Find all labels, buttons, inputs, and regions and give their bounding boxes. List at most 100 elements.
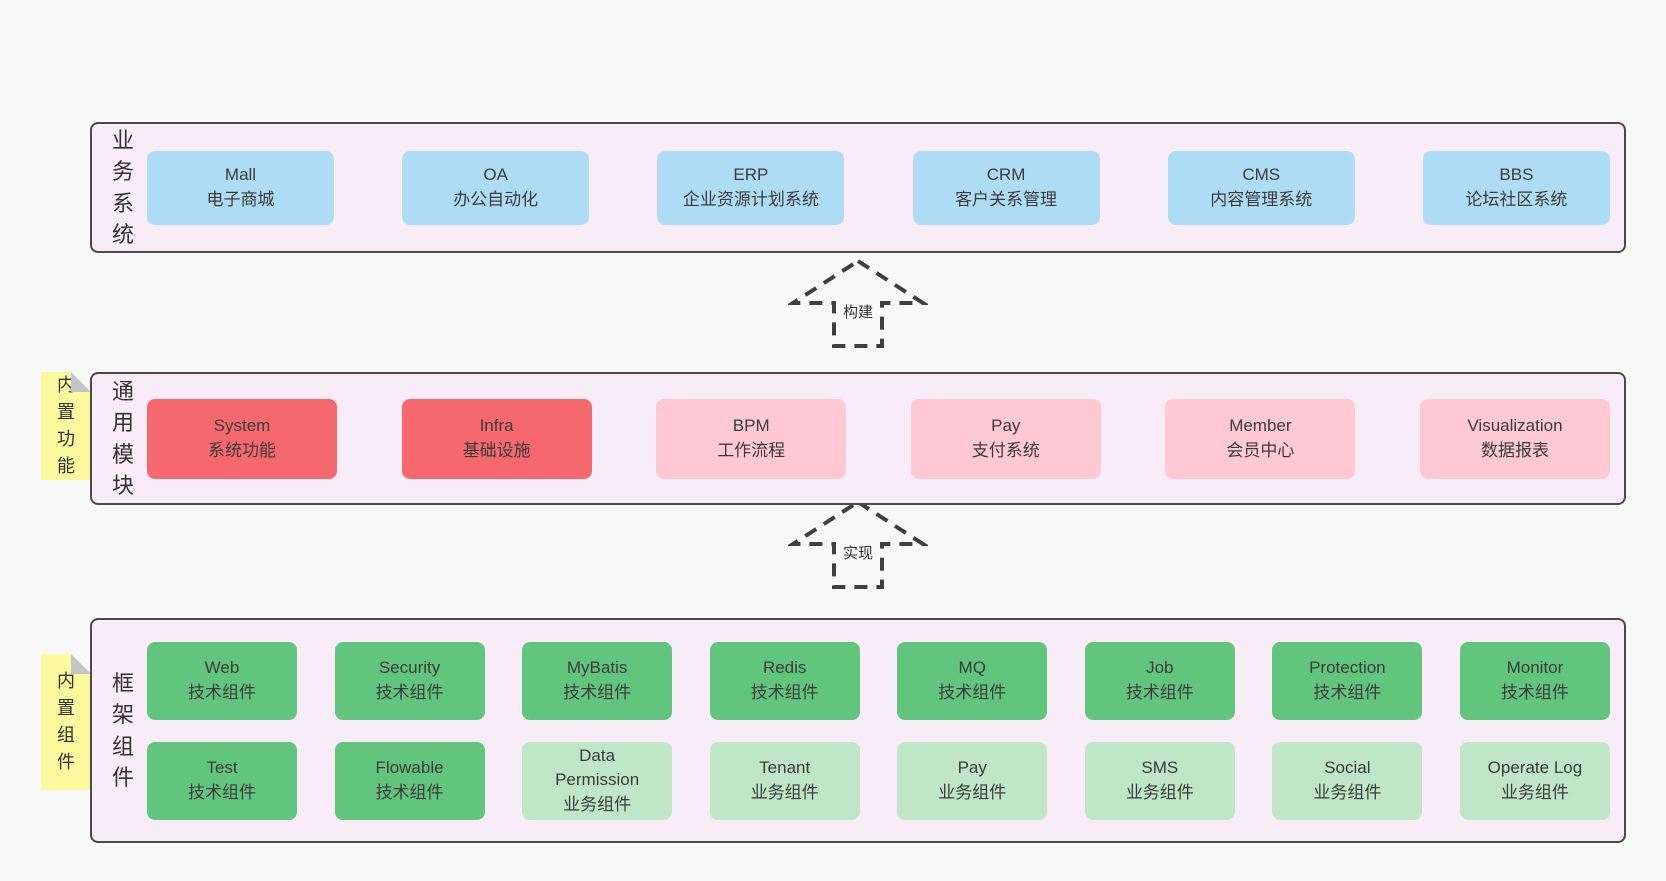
box-subtitle: 业务组件 [563, 794, 632, 814]
box-cms: CMS 内容管理系统 [1167, 150, 1355, 225]
box-title: Pay [957, 757, 987, 777]
sticky-text: 内置功能 [57, 375, 75, 476]
box-subtitle: 技术组件 [375, 682, 444, 702]
arrow-implement: 实现 [788, 497, 928, 591]
box-title: ERP [733, 164, 769, 184]
box-subtitle: 企业资源计划系统 [682, 189, 819, 209]
framework-row-biz: Test 技术组件 Flowable 技术组件 Data Permission … [147, 741, 1610, 820]
box-subtitle: 系统功能 [208, 440, 276, 460]
band-common-modules: 通用模块 System 系统功能 Infra 基础设施 BPM 工作流程 Pay… [90, 372, 1626, 505]
band-business-rows: Mall 电子商城 OA 办公自动化 ERP 企业资源计划系统 CRM 客户关系… [147, 124, 1610, 251]
box-title: CMS [1242, 164, 1281, 184]
band-business-systems: 业务系统 Mall 电子商城 OA 办公自动化 ERP 企业资源计划系统 CRM… [90, 122, 1626, 253]
box-title: Visualization [1467, 415, 1563, 435]
box-member: Member 会员中心 [1165, 398, 1356, 479]
box-mybatis: MyBatis 技术组件 [522, 641, 673, 720]
box-subtitle: 数据报表 [1480, 440, 1549, 460]
band-label-framework-components: 框架组件 [111, 671, 134, 790]
box-operate-log: Operate Log 业务组件 [1459, 741, 1610, 820]
box-title: Flowable [375, 757, 444, 777]
box-subtitle: 技术组件 [375, 782, 444, 802]
box-subtitle: 技术组件 [1500, 682, 1569, 702]
sticky-note-built-in-features: 内置功能 [41, 372, 91, 480]
arrow-build-label: 构建 [838, 300, 878, 323]
box-subtitle: 业务组件 [750, 782, 819, 802]
box-job: Job 技术组件 [1084, 641, 1235, 720]
box-title: System [213, 415, 271, 435]
box-security: Security 技术组件 [334, 641, 485, 720]
box-test: Test 技术组件 [147, 741, 297, 820]
box-title: MQ [958, 657, 986, 677]
sticky-paper: 内置组件 [41, 654, 91, 790]
box-bpm: BPM 工作流程 [656, 398, 847, 479]
band-label-common-modules: 通用模块 [111, 379, 134, 498]
box-flowable: Flowable 技术组件 [334, 741, 485, 820]
box-mq: MQ 技术组件 [897, 641, 1048, 720]
sticky-note-built-in-components: 内置组件 [41, 654, 91, 790]
box-subtitle: 客户关系管理 [955, 189, 1058, 209]
box-title: Web [204, 657, 240, 677]
box-protection: Protection 技术组件 [1272, 641, 1423, 720]
box-title: Monitor [1506, 657, 1564, 677]
box-erp: ERP 企业资源计划系统 [657, 150, 845, 225]
box-subtitle: 办公自动化 [453, 189, 539, 209]
box-mall: Mall 电子商城 [147, 150, 334, 225]
box-title: Social [1324, 757, 1371, 777]
box-subtitle: 技术组件 [750, 682, 819, 702]
box-subtitle: 工作流程 [717, 440, 786, 460]
band-framework-components: 框架组件 Web 技术组件 Security 技术组件 MyBatis 技术组件… [90, 618, 1626, 843]
folded-corner [71, 654, 91, 674]
box-subtitle: 业务组件 [1313, 782, 1382, 802]
band-label-business-systems: 业务系统 [111, 128, 134, 247]
box-title: MyBatis [566, 657, 628, 677]
box-title: Protection [1309, 657, 1386, 677]
arrow-build: 构建 [788, 256, 928, 350]
box-title: Member [1229, 415, 1292, 435]
box-redis: Redis 技术组件 [709, 641, 860, 720]
box-web: Web 技术组件 [147, 641, 297, 720]
box-subtitle: 技术组件 [938, 682, 1007, 702]
box-title: Redis [762, 657, 807, 677]
box-pay-component: Pay 业务组件 [897, 741, 1048, 820]
box-social: Social 业务组件 [1272, 741, 1423, 820]
box-tenant: Tenant 业务组件 [709, 741, 860, 820]
box-pay-module: Pay 支付系统 [910, 398, 1101, 479]
box-title: Mall [224, 164, 257, 184]
box-title: Infra [479, 415, 514, 435]
box-subtitle: 技术组件 [563, 682, 632, 702]
box-title: BBS [1499, 164, 1534, 184]
box-title: Job [1146, 657, 1174, 677]
band-modules-rows: System 系统功能 Infra 基础设施 BPM 工作流程 Pay 支付系统… [147, 374, 1610, 503]
box-subtitle: 业务组件 [938, 782, 1007, 802]
dashed-up-arrow-icon [788, 258, 928, 348]
box-subtitle: 技术组件 [1313, 682, 1382, 702]
box-bbs: BBS 论坛社区系统 [1422, 150, 1610, 225]
box-title: Test [206, 757, 238, 777]
box-subtitle: 技术组件 [188, 682, 256, 702]
box-subtitle: 电子商城 [206, 189, 275, 209]
box-data-permission: Data Permission 业务组件 [522, 741, 673, 820]
box-subtitle: 业务组件 [1125, 782, 1194, 802]
box-subtitle: 内容管理系统 [1210, 189, 1313, 209]
sticky-paper: 内置功能 [41, 372, 91, 480]
dashed-up-arrow-icon [788, 499, 928, 589]
box-title: Data Permission [555, 745, 640, 790]
sticky-text: 内置组件 [57, 671, 75, 772]
box-subtitle: 基础设施 [462, 440, 531, 460]
box-subtitle: 业务组件 [1500, 782, 1569, 802]
box-subtitle: 论坛社区系统 [1465, 189, 1568, 209]
box-subtitle: 技术组件 [188, 782, 256, 802]
box-title: Pay [991, 415, 1021, 435]
framework-row-tech: Web 技术组件 Security 技术组件 MyBatis 技术组件 Redi… [147, 641, 1610, 720]
box-title: Security [378, 657, 441, 677]
box-title: Operate Log [1487, 757, 1583, 777]
box-title: OA [483, 164, 508, 184]
box-system: System 系统功能 [147, 398, 337, 479]
box-title: Tenant [759, 757, 811, 777]
folded-corner [71, 372, 91, 392]
band-modules-row: System 系统功能 Infra 基础设施 BPM 工作流程 Pay 支付系统… [147, 398, 1610, 479]
box-title: BPM [732, 415, 770, 435]
box-subtitle: 支付系统 [971, 440, 1040, 460]
box-infra: Infra 基础设施 [401, 398, 592, 479]
band-framework-rows: Web 技术组件 Security 技术组件 MyBatis 技术组件 Redi… [147, 620, 1610, 841]
